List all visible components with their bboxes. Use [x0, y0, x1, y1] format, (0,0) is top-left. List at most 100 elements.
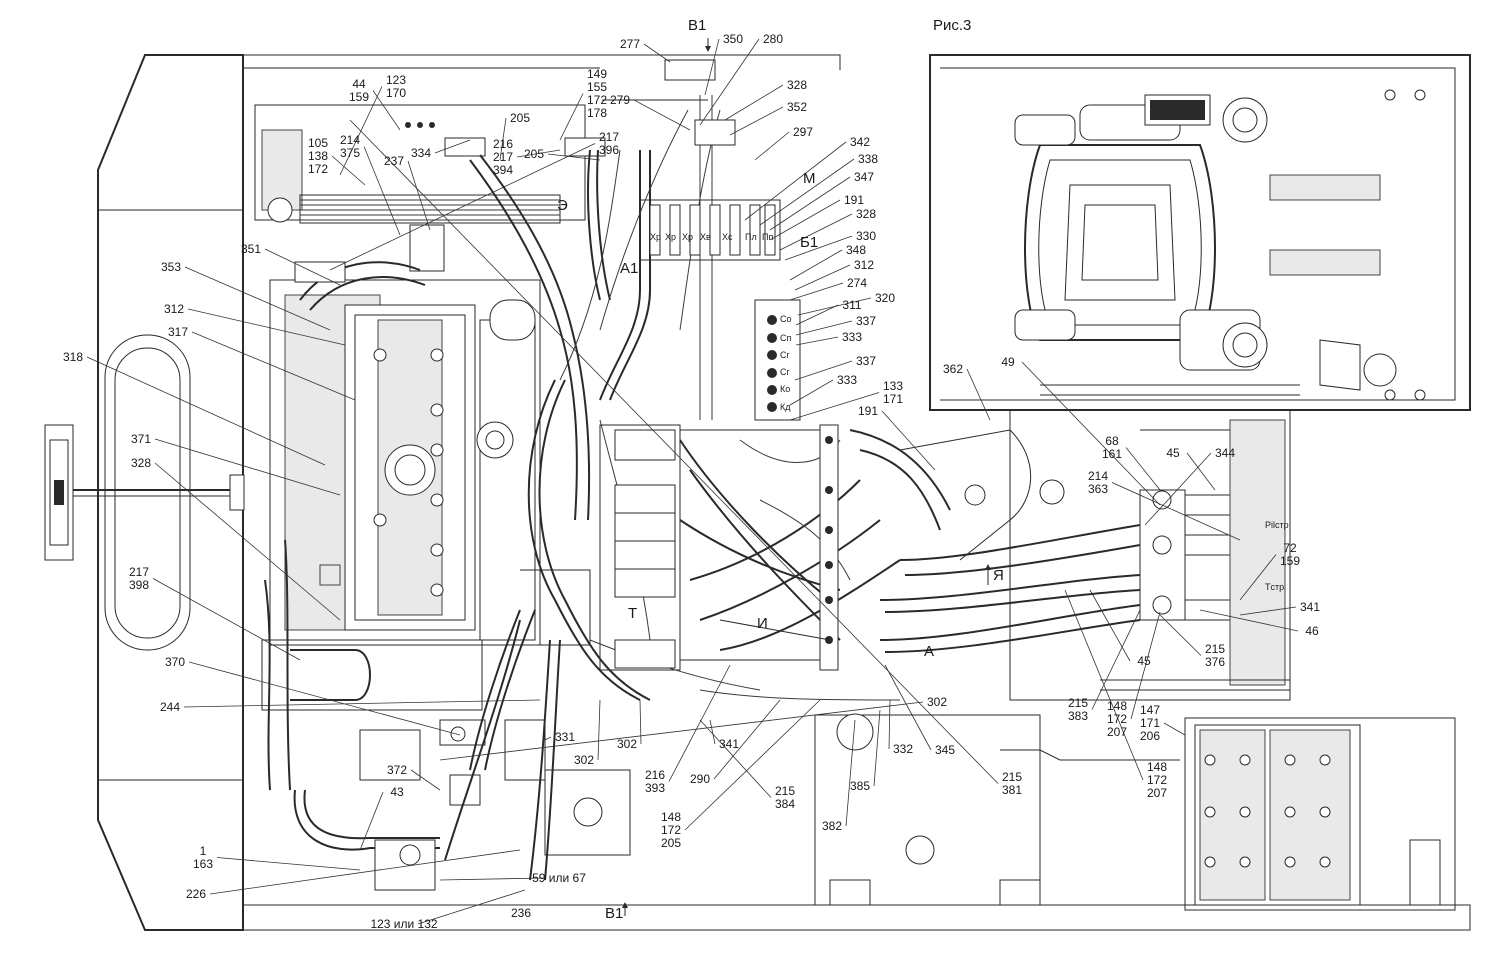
leader-line	[1064, 589, 1144, 781]
callout-label: 353	[161, 260, 181, 274]
leader-line	[1199, 609, 1299, 632]
leader-line	[1089, 589, 1131, 662]
callout-label: 46	[1305, 624, 1319, 638]
view-a: А	[924, 643, 934, 660]
leader-line	[1159, 614, 1202, 656]
hose-bundles	[264, 95, 1141, 881]
callout-label: 337	[856, 354, 876, 368]
leader-line	[209, 849, 521, 895]
leader-line	[699, 38, 760, 126]
callout-label: 362	[943, 362, 963, 376]
port-label: Пп	[762, 232, 773, 242]
leader-line	[1091, 609, 1141, 710]
leader-line	[704, 38, 720, 96]
pivot-bracket	[829, 429, 1065, 906]
leader-line	[1125, 447, 1161, 491]
leader-line	[729, 106, 784, 136]
leader-line	[329, 143, 596, 271]
main-valve-bank	[599, 424, 839, 671]
leader-line	[516, 149, 561, 158]
leader-line	[744, 141, 847, 221]
leader-line	[784, 235, 853, 261]
callout-label: 347	[854, 170, 874, 184]
leader-line	[845, 719, 856, 827]
leader-line	[668, 664, 731, 782]
leader-line	[264, 248, 341, 286]
view-ya: Я	[993, 567, 1004, 584]
leader-line	[359, 791, 384, 851]
callout-label: 320	[875, 291, 895, 305]
callout-label: 341	[1300, 600, 1320, 614]
battery-box	[1000, 724, 1441, 906]
callout-label: 328	[787, 78, 807, 92]
leader-line	[1239, 554, 1277, 601]
port-label: Пл	[745, 232, 757, 242]
leader-line	[754, 131, 790, 161]
leader-line	[349, 119, 999, 784]
leader-line	[154, 438, 341, 496]
leader-line	[339, 86, 383, 176]
leader-line	[152, 578, 301, 661]
misc-markers	[520, 38, 991, 916]
leader-line	[187, 308, 346, 346]
port-label: Хр	[665, 232, 676, 242]
callout-label: 297	[793, 125, 813, 139]
callout-label: 370	[165, 655, 185, 669]
leader-line	[184, 266, 331, 331]
leader-line	[633, 99, 691, 131]
leader-line	[216, 857, 361, 871]
callout-label: 331	[555, 730, 575, 744]
callout-label: 280	[763, 32, 783, 46]
callout-label: 348	[846, 243, 866, 257]
leader-line	[597, 699, 601, 761]
callout-label: 302	[574, 753, 594, 767]
leader-line	[769, 199, 841, 241]
leader-line	[769, 176, 851, 231]
callout-label: 123 или 132	[370, 917, 437, 931]
callout-label: 318	[63, 350, 83, 364]
callout-label: 237	[384, 154, 404, 168]
leader-line	[709, 719, 716, 745]
leader-line	[795, 320, 853, 336]
view-e: Э	[557, 197, 568, 214]
leader-line	[1239, 606, 1297, 616]
leader-line	[699, 719, 772, 798]
callout-label: 341	[719, 737, 739, 751]
engine-lower-assembly	[261, 639, 631, 891]
figure-caption: Рис.3	[933, 17, 971, 34]
callout-label: 244	[160, 700, 180, 714]
leader-line	[86, 356, 326, 466]
leader-line	[154, 462, 341, 621]
leader-line	[1111, 482, 1241, 541]
leader-line	[888, 699, 891, 750]
callout-label: 334	[411, 146, 431, 160]
callout-label: 333	[837, 373, 857, 387]
callout-label: 330	[856, 229, 876, 243]
leader-line	[372, 90, 401, 131]
leader-line	[183, 699, 541, 708]
leader-line	[779, 213, 853, 251]
leader-line	[439, 701, 924, 761]
callout-label: 226	[186, 887, 206, 901]
callout-label: 333	[842, 330, 862, 344]
callout-label: 191	[858, 404, 878, 418]
left-service-panel	[44, 334, 245, 651]
port-label: Сп	[780, 333, 791, 343]
leader-line	[1144, 452, 1212, 526]
port-label: Хв	[700, 232, 711, 242]
callout-label: 350	[723, 32, 743, 46]
leader-line	[795, 304, 839, 326]
leader-line	[713, 699, 781, 780]
callout-label: 385	[850, 779, 870, 793]
callout-label: 337	[856, 314, 876, 328]
radiator-cooler	[254, 104, 606, 272]
view-b1-top: В1	[688, 17, 706, 34]
